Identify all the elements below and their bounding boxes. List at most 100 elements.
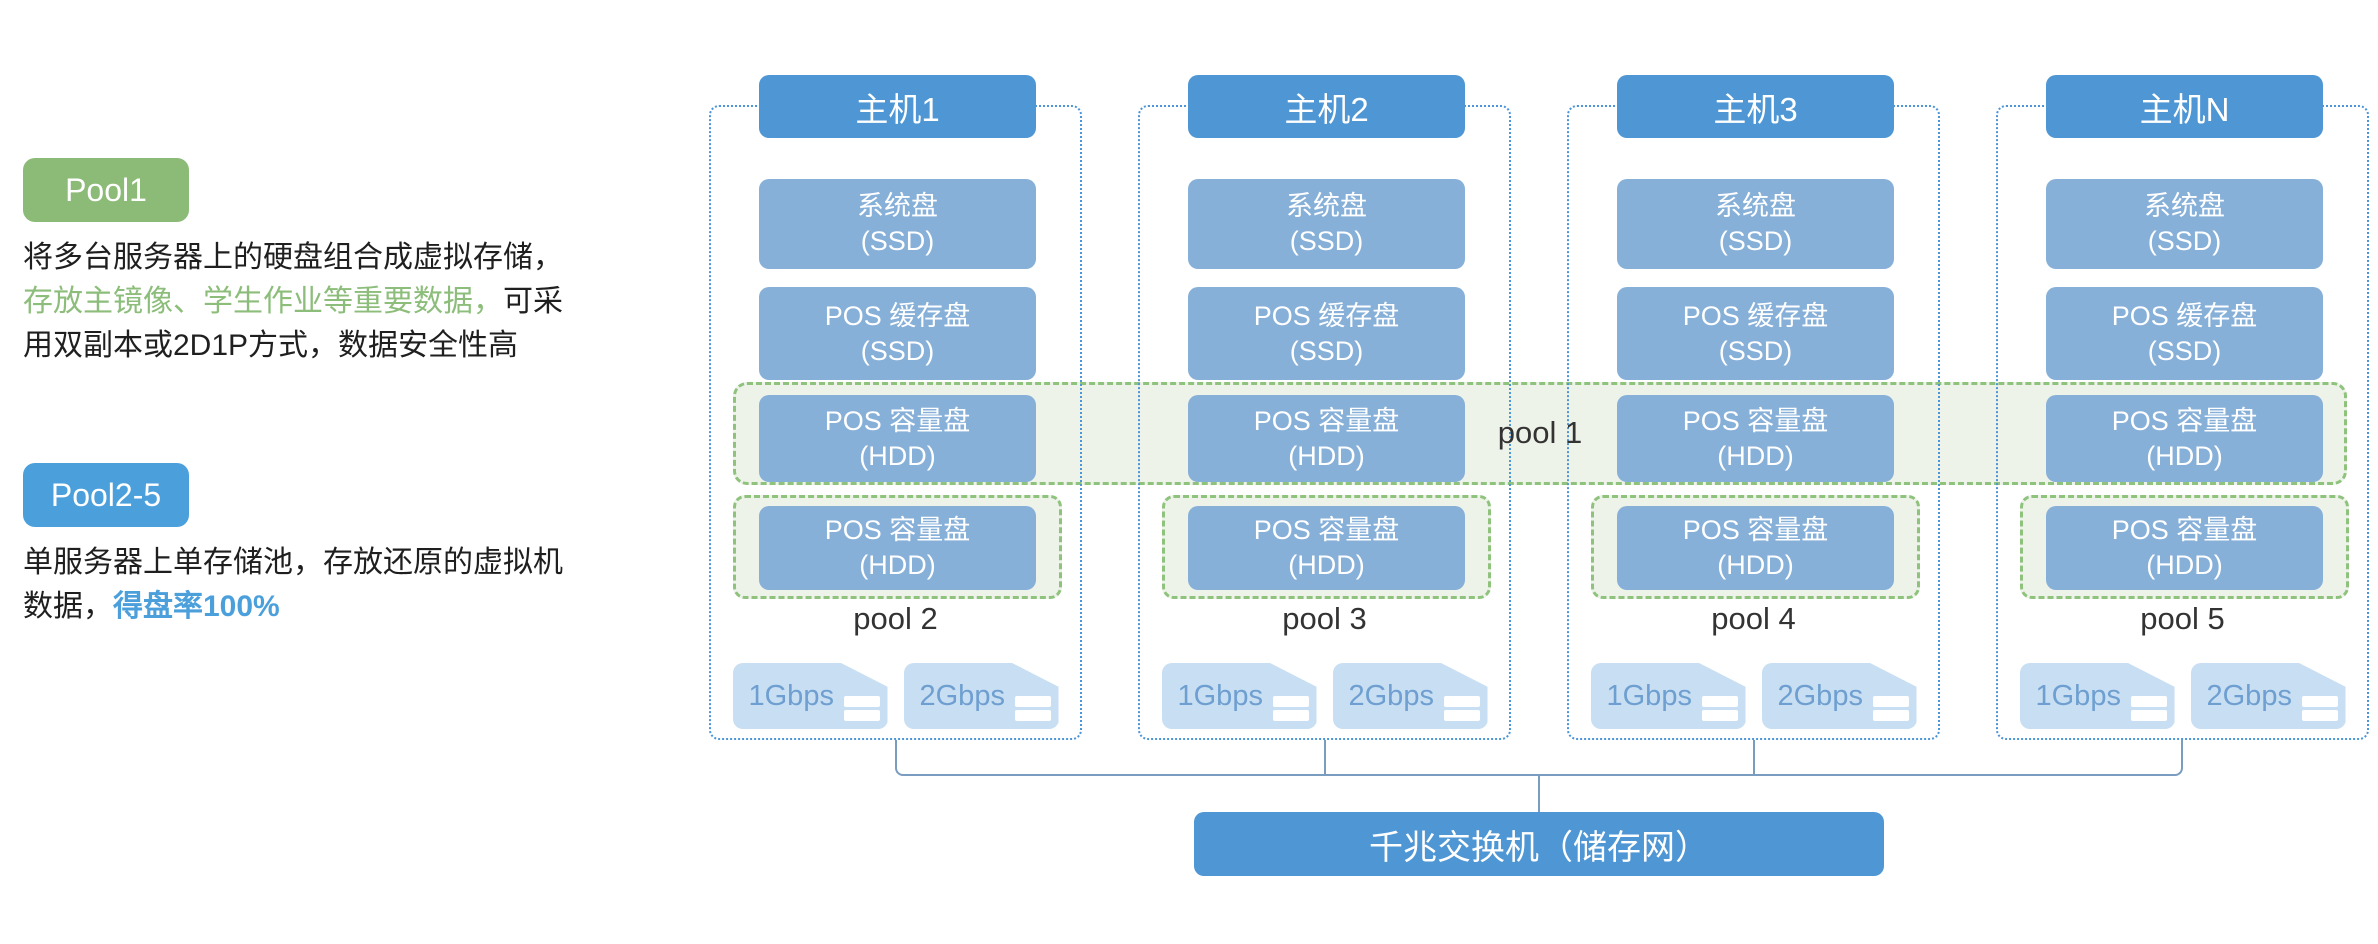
disk-type: (HDD) — [859, 550, 936, 580]
nic-port-bar — [1014, 696, 1051, 707]
disk-name: POS 缓存盘 — [2111, 300, 2258, 331]
cache-disk-box: POS 缓存盘 (SSD) — [2046, 287, 2323, 380]
nic-speed-label: 1Gbps — [748, 679, 834, 712]
host-header: 主机N — [2046, 75, 2323, 138]
nic-1gbps-icon: 1Gbps — [1590, 663, 1746, 729]
disk-name: POS 容量盘 — [824, 405, 971, 436]
disk-type: (SSD) — [860, 226, 935, 256]
disk-name: POS 容量盘 — [1253, 405, 1400, 436]
local-pool-box: POS 容量盘 (HDD) — [733, 495, 1062, 599]
nic-speed-label: 1Gbps — [1177, 679, 1263, 712]
disk-type: (HDD) — [1717, 550, 1794, 580]
nic-port-bar — [1272, 696, 1309, 707]
disk-type: (SSD) — [1718, 226, 1793, 256]
disk-name: POS 容量盘 — [824, 515, 971, 545]
disk-name: POS 容量盘 — [1253, 515, 1400, 545]
disk-type: (SSD) — [860, 335, 935, 366]
system-disk-box: 系统盘 (SSD) — [1188, 179, 1465, 269]
nic-port-bar — [1272, 710, 1309, 721]
nic-port-bar — [1443, 710, 1480, 721]
nic-2gbps-icon: 2Gbps — [1761, 663, 1917, 729]
capacity-disk-box-local: POS 容量盘 (HDD) — [759, 506, 1036, 590]
nic-port-bar — [1701, 710, 1738, 721]
disk-type: (HDD) — [859, 440, 936, 471]
nic-speed-label: 1Gbps — [2035, 679, 2121, 712]
disk-name: POS 缓存盘 — [824, 300, 971, 331]
disk-name: POS 容量盘 — [1682, 515, 1829, 545]
nic-port-bar — [1014, 710, 1051, 721]
pool1-desc-highlight: 存放主镜像、学生作业等重要数据， — [23, 285, 503, 318]
cache-disk-box: POS 缓存盘 (SSD) — [759, 287, 1036, 380]
capacity-disk-box-pool1: POS 容量盘 (HDD) — [1188, 395, 1465, 482]
host-column-1: 主机1 系统盘 (SSD) POS 缓存盘 (SSD) POS 容量盘 (HDD… — [709, 75, 1082, 740]
host-header: 主机3 — [1617, 75, 1894, 138]
disk-name: POS 缓存盘 — [1253, 300, 1400, 331]
nic-speed-label: 1Gbps — [1606, 679, 1692, 712]
local-pool-label: pool 4 — [1711, 601, 1796, 636]
disk-name: 系统盘 — [1286, 191, 1367, 221]
host-column-2: 主机2 系统盘 (SSD) POS 缓存盘 (SSD) POS 容量盘 (HDD… — [1138, 75, 1511, 740]
disk-type: (HDD) — [1717, 440, 1794, 471]
disk-name: 系统盘 — [2144, 191, 2225, 221]
disk-type: (SSD) — [1718, 335, 1793, 366]
disk-name: POS 缓存盘 — [1682, 300, 1829, 331]
switch-connector — [1538, 776, 1540, 812]
nic-1gbps-icon: 1Gbps — [1161, 663, 1317, 729]
disk-name: POS 容量盘 — [1682, 405, 1829, 436]
pool2-5-desc-line2-rest: 数据， — [23, 590, 113, 623]
local-pool-label: pool 5 — [2140, 601, 2225, 636]
capacity-disk-box-pool1: POS 容量盘 (HDD) — [759, 395, 1036, 482]
disk-type: (HDD) — [2146, 440, 2223, 471]
nic-2gbps-icon: 2Gbps — [2190, 663, 2346, 729]
nic-port-bar — [843, 696, 880, 707]
local-pool-label: pool 3 — [1282, 601, 1367, 636]
cache-disk-box: POS 缓存盘 (SSD) — [1188, 287, 1465, 380]
host-header: 主机1 — [759, 75, 1036, 138]
pool1-badge: Pool1 — [23, 158, 189, 222]
bus-connector — [895, 740, 2183, 776]
nic-1gbps-icon: 1Gbps — [732, 663, 888, 729]
disk-type: (HDD) — [1288, 440, 1365, 471]
pool1-band-label: pool 1 — [1497, 415, 1583, 450]
system-disk-box: 系统盘 (SSD) — [1617, 179, 1894, 269]
nic-port-bar — [2301, 696, 2338, 707]
nic-2gbps-icon: 2Gbps — [1332, 663, 1488, 729]
cache-disk-box: POS 缓存盘 (SSD) — [1617, 287, 1894, 380]
host3-connector — [1753, 740, 1755, 776]
disk-type: (SSD) — [1289, 226, 1364, 256]
pool2-5-description: 单服务器上单存储池，存放还原的虚拟机 数据，得盘率100% — [23, 541, 683, 629]
pool2-5-desc-line1: 单服务器上单存储池，存放还原的虚拟机 — [23, 546, 563, 579]
pool1-desc-line1: 将多台服务器上的硬盘组合成虚拟存储， — [23, 241, 563, 274]
local-pool-box: POS 容量盘 (HDD) — [1591, 495, 1920, 599]
nic-row: 1Gbps 2Gbps — [711, 663, 1080, 729]
pool2-5-badge: Pool2-5 — [23, 463, 189, 527]
nic-port-bar — [2130, 696, 2167, 707]
system-disk-box: 系统盘 (SSD) — [759, 179, 1036, 269]
disk-name: POS 容量盘 — [2111, 515, 2258, 545]
disk-name: 系统盘 — [1715, 191, 1796, 221]
pool2-5-desc-highlight: 得盘率100% — [113, 590, 280, 623]
pool1-desc-line3: 用双副本或2D1P方式，数据安全性高 — [23, 329, 519, 362]
nic-speed-label: 2Gbps — [919, 679, 1005, 712]
nic-port-bar — [843, 710, 880, 721]
host-column-n: 主机N 系统盘 (SSD) POS 缓存盘 (SSD) POS 容量盘 (HDD… — [1996, 75, 2369, 740]
disk-type: (HDD) — [2146, 550, 2223, 580]
pool1-desc-line2-rest: 可采 — [503, 285, 563, 318]
local-pool-box: POS 容量盘 (HDD) — [1162, 495, 1491, 599]
disk-type: (HDD) — [1288, 550, 1365, 580]
local-pool-box: POS 容量盘 (HDD) — [2020, 495, 2349, 599]
nic-speed-label: 2Gbps — [1348, 679, 1434, 712]
disk-type: (SSD) — [2147, 226, 2222, 256]
capacity-disk-box-pool1: POS 容量盘 (HDD) — [2046, 395, 2323, 482]
nic-row: 1Gbps 2Gbps — [1569, 663, 1938, 729]
disk-name: POS 容量盘 — [2111, 405, 2258, 436]
disk-name: 系统盘 — [857, 191, 938, 221]
nic-speed-label: 2Gbps — [2206, 679, 2292, 712]
nic-2gbps-icon: 2Gbps — [903, 663, 1059, 729]
capacity-disk-box-pool1: POS 容量盘 (HDD) — [1617, 395, 1894, 482]
nic-port-bar — [1872, 710, 1909, 721]
nic-port-bar — [2301, 710, 2338, 721]
nic-port-bar — [2130, 710, 2167, 721]
nic-row: 1Gbps 2Gbps — [1140, 663, 1509, 729]
